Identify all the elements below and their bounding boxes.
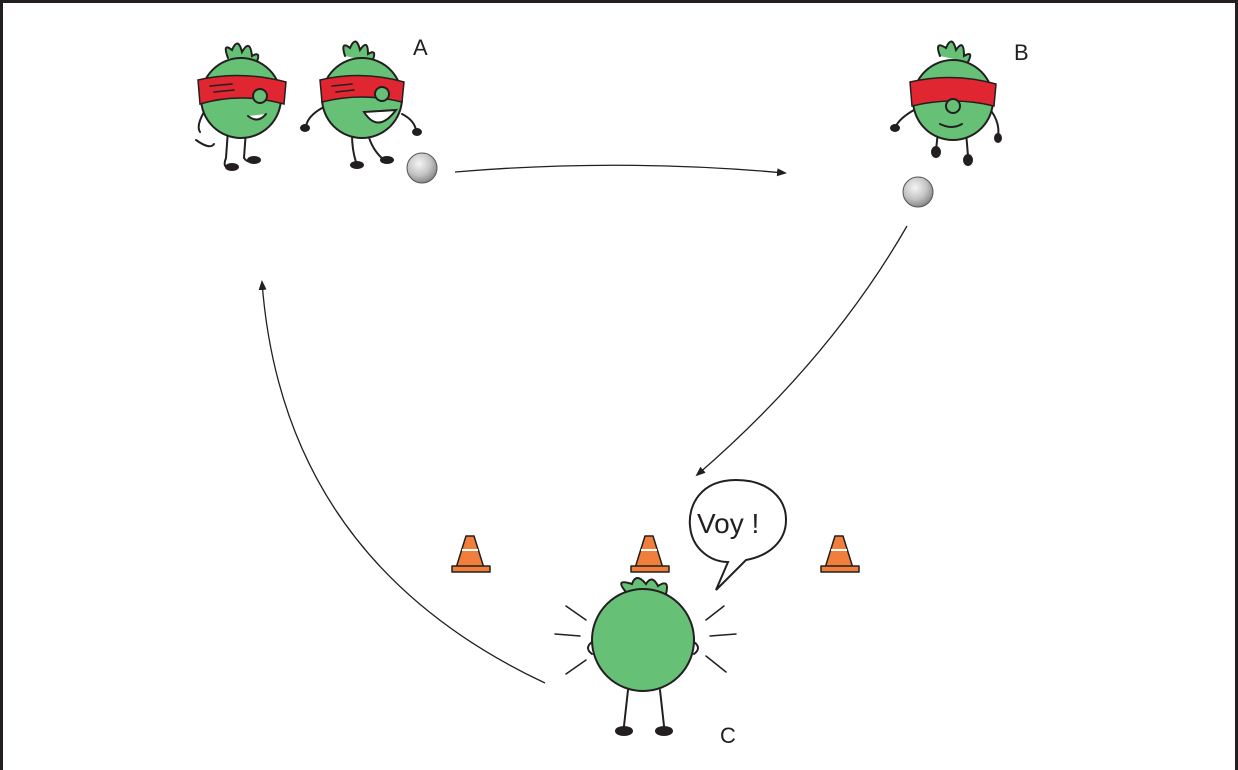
speech-bubble-icon [688,478,788,591]
blindfolded-character-icon [890,40,1002,166]
label-a: A [413,35,428,60]
arrow-c-to-a [258,280,546,684]
shouting-character-icon [554,577,737,736]
arrow-a-to-b [454,164,787,177]
ball-icon [406,152,438,184]
label-c: C [720,723,736,748]
cone-icon [820,535,860,573]
ball-icon [902,176,934,208]
cone-icon [630,535,670,573]
blindfolded-character-icon [195,42,287,171]
speech-bubble-text: Voy ! [697,508,759,539]
blindfolded-character-icon [300,40,422,169]
cone-icon [451,535,491,573]
arrow-b-to-c [695,225,908,477]
label-b: B [1014,40,1029,65]
